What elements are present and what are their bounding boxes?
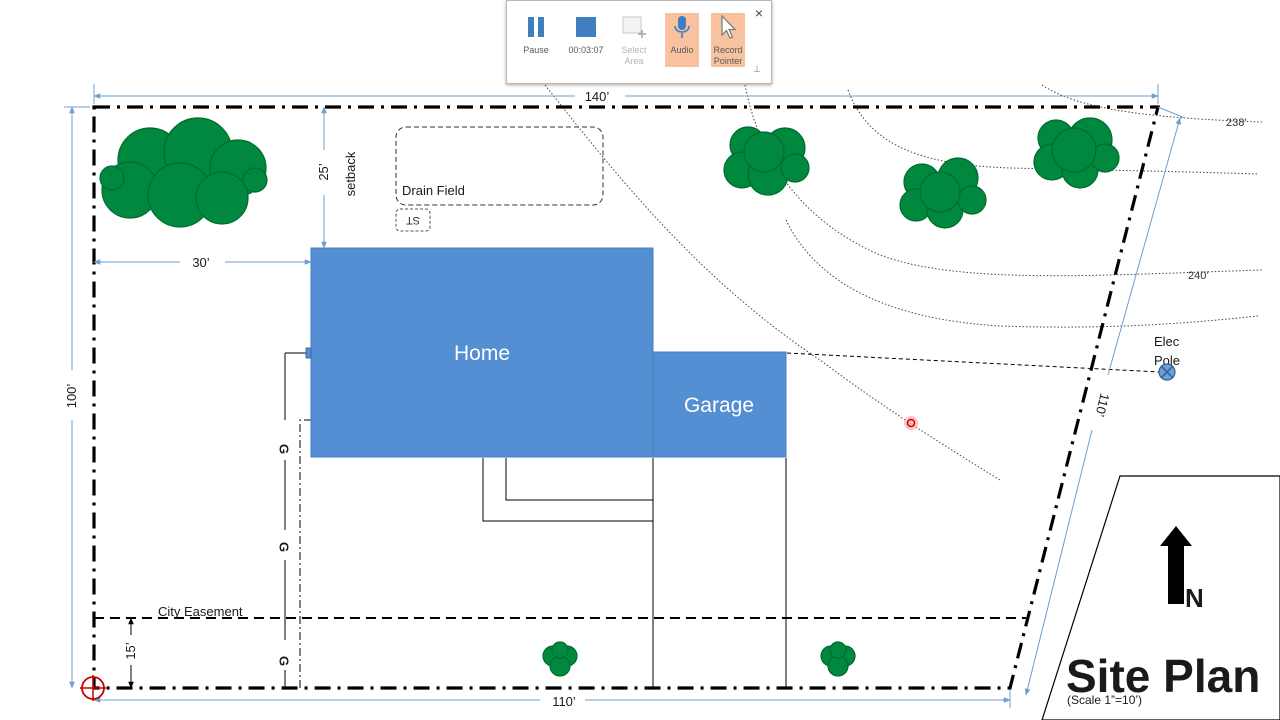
setback-label: setback [343, 151, 358, 196]
select-area-button[interactable]: Select Area [617, 13, 651, 67]
pause-label: Pause [523, 45, 549, 55]
drain-field [395, 126, 604, 206]
audio-button[interactable]: Audio [665, 13, 699, 67]
pin-icon[interactable]: ⊥ [753, 64, 761, 74]
elec-pole-label-2: Pole [1154, 353, 1180, 368]
meter-box [305, 347, 312, 359]
home-footprint [310, 247, 654, 458]
gas-marker-3: G [277, 656, 292, 666]
contour-label-lower: 240’ [1188, 270, 1209, 282]
garage-footprint [652, 351, 787, 458]
recorder-toolbar: Pause 00:03:07 Select Area Audio [506, 0, 772, 84]
tree-small-2 [820, 641, 856, 677]
gas-marker-2: G [277, 542, 292, 552]
elec-pole-label-1: Elec [1154, 334, 1180, 349]
tree-large [99, 117, 268, 228]
dim-left-label: 100’ [64, 384, 79, 409]
pause-icon [528, 17, 544, 37]
dim-right-label: 110’ [1092, 392, 1112, 419]
survey-point-icon [80, 675, 106, 701]
tree-3 [1033, 117, 1120, 189]
tree-2 [899, 157, 987, 229]
gas-marker-1: G [277, 444, 292, 454]
select-area-icon [622, 16, 646, 38]
contour-label-upper: 238’ [1226, 117, 1247, 129]
audio-label: Audio [670, 45, 694, 55]
tree-1 [723, 126, 810, 196]
scale-label: (Scale 1”=10’) [1067, 693, 1142, 707]
record-pointer-button[interactable]: Record Pointer [711, 13, 745, 67]
north-arrow-icon [1160, 526, 1192, 604]
drain-field-label: Drain Field [402, 183, 465, 198]
home-label: Home [454, 342, 510, 365]
site-plan-title: Site Plan [1066, 650, 1260, 702]
stop-icon [576, 17, 596, 37]
pointer-icon [721, 14, 737, 39]
microphone-icon [674, 16, 690, 38]
garage-label: Garage [684, 394, 754, 417]
dimension-lines [64, 84, 1186, 708]
stop-button[interactable]: 00:03:07 [566, 13, 606, 67]
septic-tank-label: ST [406, 214, 420, 226]
trees [99, 117, 1120, 677]
dim-top-label: 140’ [585, 89, 610, 104]
close-icon[interactable]: × [754, 5, 763, 21]
dim-bottom-label: 110’ [552, 694, 576, 709]
north-label: N [1185, 583, 1204, 613]
tree-small-1 [542, 641, 578, 677]
city-easement-label: City Easement [158, 604, 243, 619]
record-pointer-indicator [904, 416, 918, 430]
select-area-label: Select Area [621, 45, 647, 66]
electric-pole-icon [1158, 363, 1176, 381]
property-line [92, 105, 1161, 690]
pause-button[interactable]: Pause [519, 13, 553, 67]
dim-side-label: 30’ [192, 255, 209, 270]
record-pointer-label: Record Pointer [713, 45, 743, 66]
timer-label: 00:03:07 [568, 45, 604, 55]
septic-tank [395, 208, 431, 232]
dim-easement-label: 15’ [123, 642, 138, 659]
utility-lines [284, 352, 1161, 688]
title-block [1041, 475, 1280, 720]
dim-setback-label: 25’ [316, 163, 331, 180]
